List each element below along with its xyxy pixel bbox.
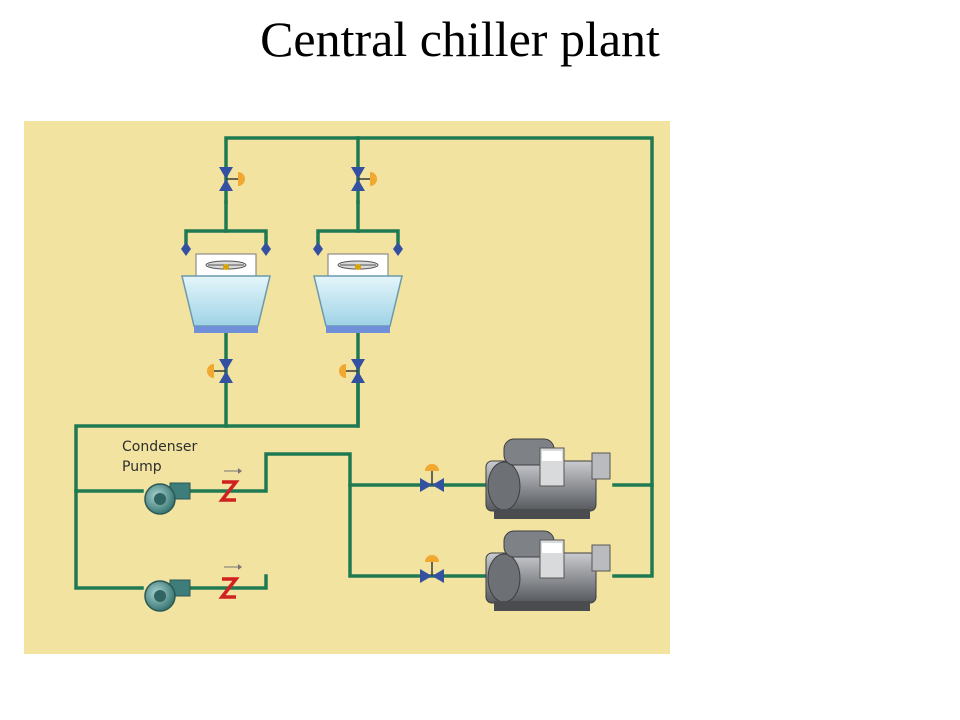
tower-outlet-valve-2 bbox=[339, 359, 365, 383]
chiller-valve-1 bbox=[420, 464, 444, 492]
cooling-tower-1 bbox=[181, 253, 271, 333]
condenser-pump-label-line1: Condenser bbox=[122, 439, 197, 455]
chiller-valve-2 bbox=[420, 555, 444, 583]
check-valve-2 bbox=[218, 564, 242, 599]
tower-outlet-valve-1 bbox=[207, 359, 233, 383]
condenser-pump-label-line2: Pump bbox=[122, 459, 162, 475]
check-valve-1 bbox=[218, 468, 242, 502]
slide-title: Central chiller plant bbox=[260, 11, 660, 67]
chiller-1 bbox=[485, 438, 611, 519]
tower-inlet-valve-2 bbox=[351, 167, 377, 191]
tower-branch-valves bbox=[181, 242, 403, 256]
tower-inlet-valve-1 bbox=[219, 167, 245, 191]
condenser-pump-2 bbox=[144, 579, 191, 612]
chiller-2 bbox=[485, 530, 611, 611]
condenser-pump-1 bbox=[144, 482, 191, 515]
chiller-plant-diagram: Condenser Pump bbox=[24, 121, 670, 654]
piping bbox=[74, 136, 654, 590]
cooling-tower-2 bbox=[313, 253, 403, 333]
